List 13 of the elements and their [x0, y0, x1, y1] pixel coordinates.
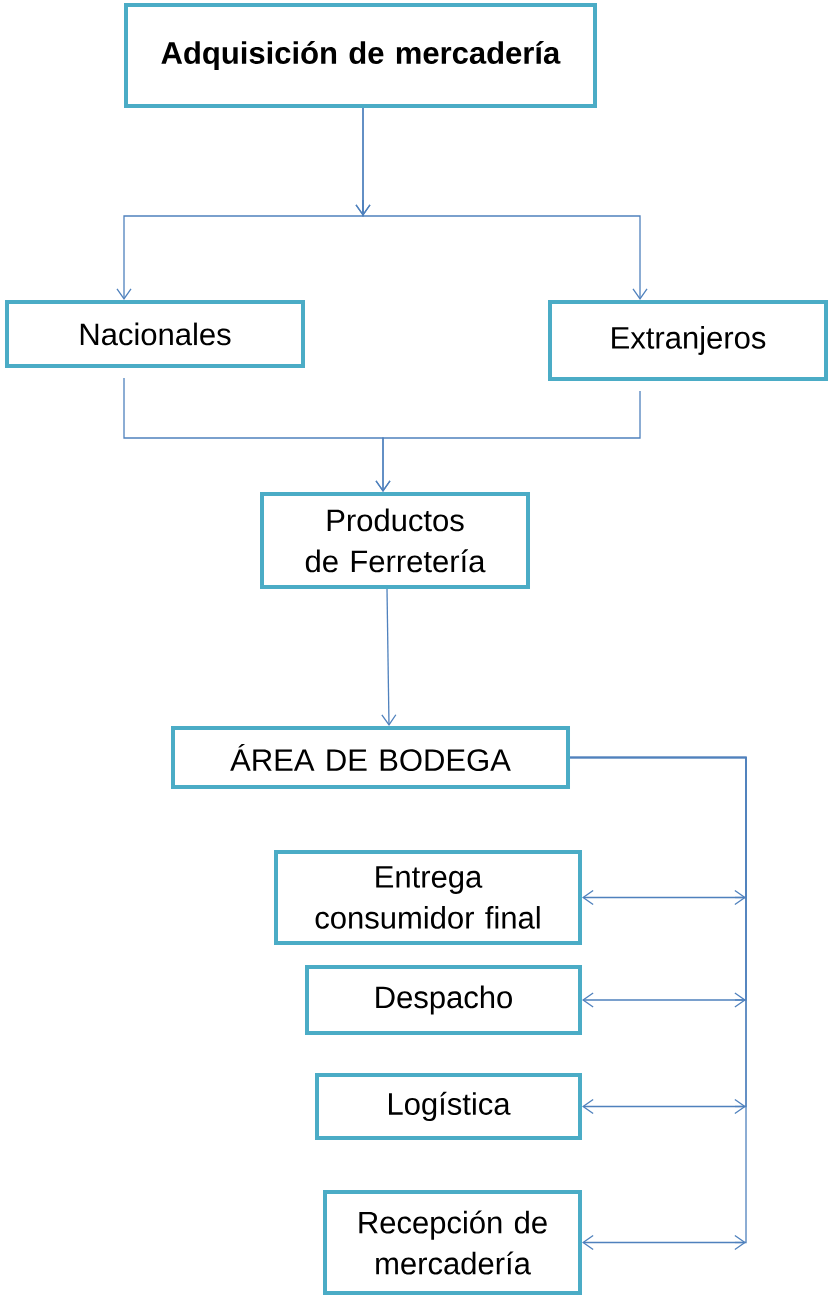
- process-box: Extranjeros: [548, 300, 828, 381]
- process-box: Despacho: [305, 965, 582, 1035]
- arrow: [569, 756, 747, 1251]
- arrow: [375, 390, 641, 492]
- arrow: [381, 588, 397, 726]
- process-box: ÁREA DE BODEGA: [171, 726, 570, 789]
- process-box: Nacionales: [5, 300, 305, 368]
- arrow: [355, 107, 648, 300]
- process-box: Recepción de mercadería: [323, 1190, 582, 1295]
- process-box: Productos de Ferretería: [260, 492, 530, 589]
- process-box: Entrega consumidor final: [274, 850, 582, 945]
- process-box: Adquisición de mercadería: [124, 3, 597, 108]
- process-box: Logística: [315, 1073, 582, 1140]
